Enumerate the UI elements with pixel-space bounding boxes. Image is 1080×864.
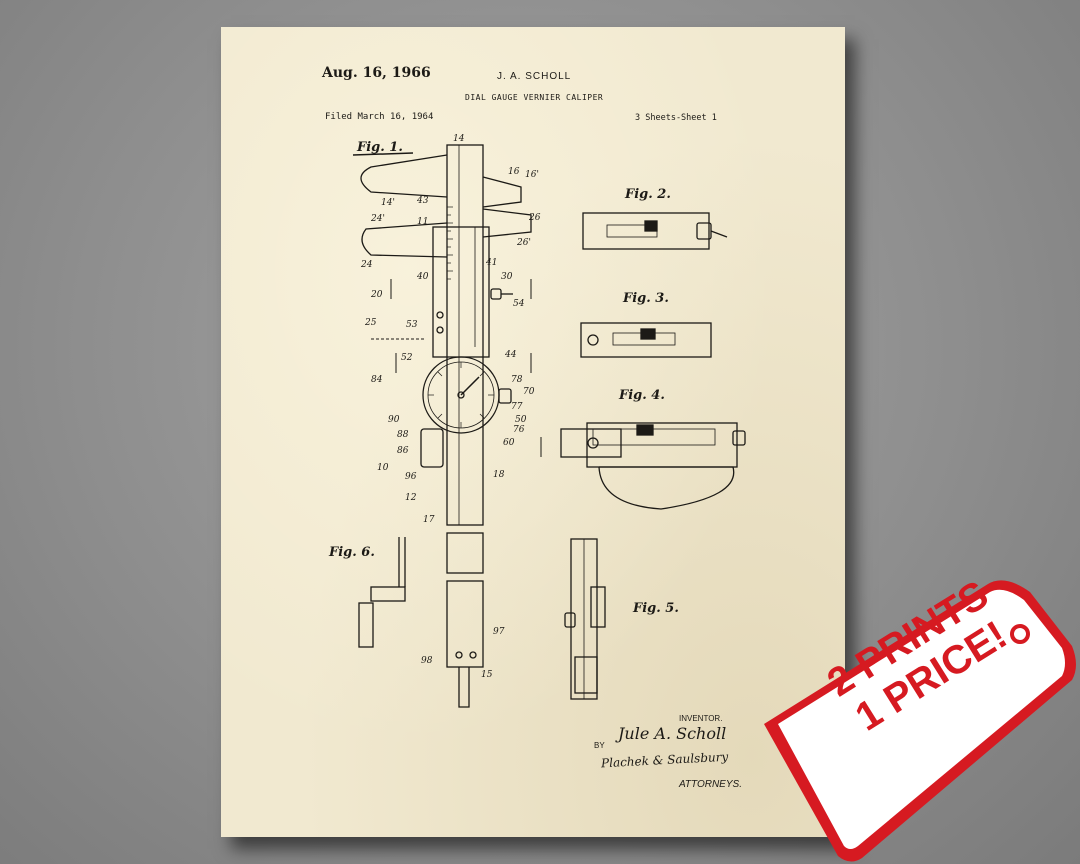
patent-title: DIAL GAUGE VERNIER CALIPER bbox=[465, 93, 604, 102]
patent-date: Aug. 16, 1966 bbox=[322, 65, 431, 81]
svg-text:98: 98 bbox=[421, 656, 433, 666]
patent-sheet: Aug. 16, 1966 J. A. SCHOLL DIAL GAUGE VE… bbox=[221, 27, 845, 837]
svg-text:41: 41 bbox=[485, 258, 497, 268]
caliper-upper-jaw bbox=[360, 154, 532, 238]
svg-text:14': 14' bbox=[381, 198, 395, 208]
thumb-wheel bbox=[420, 428, 444, 468]
fig3-cross-section bbox=[580, 322, 712, 358]
fig4-cross-section bbox=[560, 422, 746, 510]
caliper-main-beam bbox=[446, 144, 484, 526]
svg-text:77: 77 bbox=[511, 402, 523, 412]
svg-text:14: 14 bbox=[453, 134, 465, 144]
caliper-lower-beam bbox=[446, 532, 484, 708]
fig6-label: Fig. 6. bbox=[328, 545, 375, 560]
fig6-detail bbox=[358, 537, 406, 648]
fig2-label: Fig. 2. bbox=[624, 187, 671, 202]
inventor-signature: Jule A. Scholl bbox=[618, 724, 727, 743]
svg-text:43: 43 bbox=[416, 196, 429, 206]
svg-text:53: 53 bbox=[406, 320, 418, 330]
svg-text:78: 78 bbox=[511, 375, 523, 385]
fig5-cross-section bbox=[564, 538, 606, 700]
svg-text:44: 44 bbox=[504, 350, 517, 360]
fig5-label: Fig. 5. bbox=[632, 601, 679, 616]
svg-text:24': 24' bbox=[370, 214, 385, 224]
svg-text:54: 54 bbox=[513, 299, 525, 309]
svg-text:88: 88 bbox=[397, 430, 409, 440]
fig1-label: Fig. 1. bbox=[356, 140, 403, 155]
svg-text:26': 26' bbox=[516, 238, 531, 248]
fig3-label: Fig. 3. bbox=[622, 291, 669, 306]
svg-text:15: 15 bbox=[481, 670, 493, 680]
svg-text:17: 17 bbox=[423, 515, 435, 525]
svg-text:10: 10 bbox=[377, 463, 389, 473]
svg-text:86: 86 bbox=[397, 446, 409, 456]
svg-text:20: 20 bbox=[370, 290, 383, 300]
svg-text:76: 76 bbox=[513, 425, 525, 435]
svg-text:70: 70 bbox=[523, 387, 535, 397]
attorneys-label: ATTORNEYS. bbox=[679, 779, 742, 790]
patent-drawing: Fig. 1. bbox=[328, 134, 746, 708]
svg-text:40: 40 bbox=[416, 272, 429, 282]
svg-text:26: 26 bbox=[528, 213, 541, 223]
svg-text:24: 24 bbox=[360, 260, 373, 270]
svg-text:16: 16 bbox=[508, 167, 520, 177]
svg-text:96: 96 bbox=[405, 472, 417, 482]
caliper-lower-jaw bbox=[361, 222, 448, 258]
svg-text:90: 90 bbox=[388, 415, 400, 425]
svg-text:60: 60 bbox=[503, 438, 515, 448]
inventor-label: INVENTOR. bbox=[679, 714, 723, 723]
paper-texture bbox=[221, 27, 845, 837]
dial-gauge bbox=[422, 356, 512, 434]
svg-text:16': 16' bbox=[525, 170, 539, 180]
svg-text:18: 18 bbox=[493, 470, 505, 480]
svg-text:25: 25 bbox=[364, 318, 377, 328]
by-label: BY bbox=[594, 741, 605, 750]
fig4-label: Fig. 4. bbox=[618, 388, 665, 403]
filed-date: Filed March 16, 1964 bbox=[325, 112, 434, 122]
svg-text:52: 52 bbox=[401, 353, 413, 363]
inventor-name: J. A. SCHOLL bbox=[497, 71, 572, 82]
svg-text:11: 11 bbox=[417, 217, 428, 227]
svg-text:84: 84 bbox=[371, 375, 383, 385]
fig2-cross-section bbox=[582, 212, 728, 250]
svg-text:12: 12 bbox=[405, 493, 417, 503]
svg-text:50: 50 bbox=[515, 415, 527, 425]
caliper-slider bbox=[432, 226, 513, 358]
svg-text:97: 97 bbox=[493, 627, 505, 637]
sheet-count: 3 Sheets-Sheet 1 bbox=[635, 113, 717, 123]
svg-text:30: 30 bbox=[501, 272, 513, 282]
